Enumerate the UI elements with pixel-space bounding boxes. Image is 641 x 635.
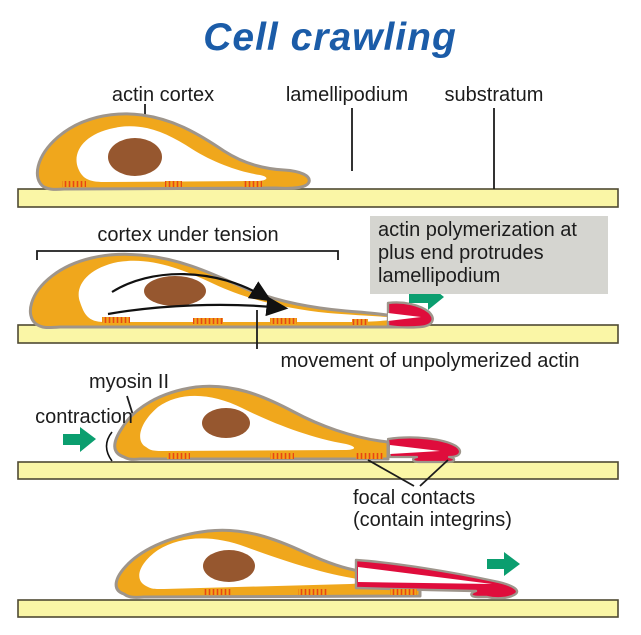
nucleus-3 xyxy=(202,408,250,438)
substratum-bar-1 xyxy=(17,188,619,208)
actin-flow-arrow-upper xyxy=(111,273,272,302)
label-lamellipodium: lamellipodium xyxy=(285,84,409,106)
nucleus-4 xyxy=(203,550,255,582)
actin-polymerization-note: actin polymerization at plus end protrud… xyxy=(370,216,608,294)
focal-contact-patch xyxy=(298,589,328,595)
actin-flow-arrow-lower xyxy=(107,296,289,317)
focal-contact-patch xyxy=(167,453,190,459)
advance-arrow-icon-4 xyxy=(487,552,520,576)
note-line-1: actin polymerization at xyxy=(378,219,577,241)
pointer-line-focal-right xyxy=(419,459,449,487)
label-contraction: contraction xyxy=(35,406,133,428)
diagram-title: Cell crawling xyxy=(203,16,457,59)
substratum-bars xyxy=(17,188,619,618)
focal-contact-patch xyxy=(270,453,294,459)
stage-2-cell xyxy=(28,250,444,349)
stage-4-cell xyxy=(114,528,520,600)
label-substratum: substratum xyxy=(444,84,544,106)
lamellipodium-slit-2 xyxy=(388,313,421,321)
focal-contacts-1 xyxy=(62,181,262,187)
focal-contact-patch xyxy=(203,589,231,595)
label-cortex-under-tension: cortex under tension xyxy=(97,224,279,246)
focal-contact-patch xyxy=(62,181,86,187)
focal-contact-patch xyxy=(165,181,182,187)
focal-contact-patch xyxy=(270,318,297,324)
stage-1-cell xyxy=(35,104,495,191)
label-movement-unpolymerized-actin: movement of unpolymerized actin xyxy=(280,350,580,372)
substratum-bar-3 xyxy=(17,461,619,480)
lamellipodium-slit-4 xyxy=(358,567,492,584)
stage-3-cell xyxy=(63,384,462,487)
lamellipodium-tip-2 xyxy=(386,301,434,329)
focal-contact-patch xyxy=(193,318,223,324)
substratum-bar-4 xyxy=(17,599,619,618)
label-contain-integrins: (contain integrins) xyxy=(353,509,512,531)
label-myosin-ii: myosin II xyxy=(88,371,170,393)
focal-contact-patch xyxy=(102,317,130,323)
tension-bracket xyxy=(36,250,339,260)
focal-contact-patch xyxy=(352,319,368,325)
lamellipodium-slit-3 xyxy=(390,445,440,454)
note-line-3: lamellipodium xyxy=(378,265,501,287)
contraction-wave-outer xyxy=(105,431,113,462)
nucleus-1 xyxy=(108,138,162,176)
contraction-arrow-icon xyxy=(63,427,96,452)
focal-contacts-2 xyxy=(102,317,368,325)
focal-contact-patch xyxy=(243,181,262,187)
pointer-line-focal-left xyxy=(367,459,415,487)
note-line-2: plus end protrudes xyxy=(378,242,544,264)
focal-contact-patch xyxy=(356,453,383,459)
label-actin-cortex: actin cortex xyxy=(111,84,215,106)
focal-contact-patch xyxy=(390,589,417,595)
nucleus-2 xyxy=(144,276,206,306)
focal-contacts-3 xyxy=(167,453,383,459)
focal-contacts-4 xyxy=(203,589,417,595)
label-focal-contacts: focal contacts xyxy=(353,487,476,509)
